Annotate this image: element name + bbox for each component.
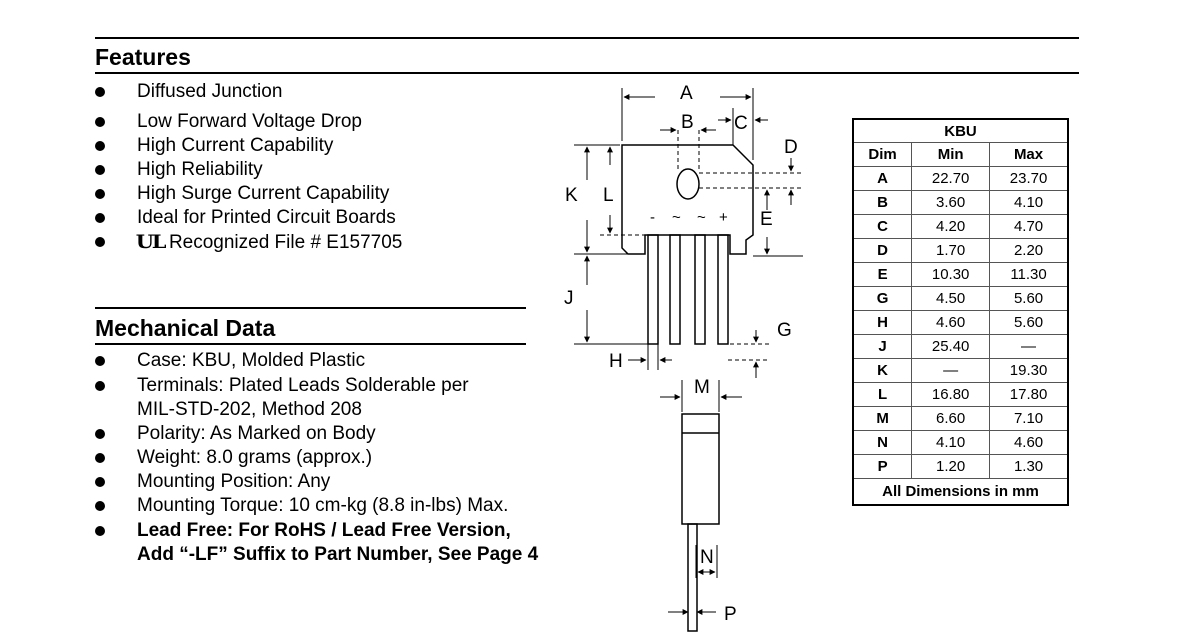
lead [717,234,729,345]
label-l: L [603,185,614,206]
label-n: N [700,547,714,568]
table-footer-row: All Dimensions in mm [852,478,1069,506]
label-p: P [724,604,737,625]
list-item: Weight: 8.0 grams (approx.) [95,446,372,470]
list-item-continuation: Add “-LF” Suffix to Part Number, See Pag… [137,544,539,565]
dimension-labels: A B C D E K L J G H M N P [564,83,798,625]
bullet-icon [95,237,105,247]
ul-logo-icon: UL [135,231,167,253]
bullet-icon [95,141,105,151]
label-k: K [565,185,578,206]
pin-marks: - ~ ~ + [650,209,728,226]
features-underline [95,72,1079,74]
bullet-icon [95,381,105,391]
column-header: Dim [852,142,913,167]
mechanical-underline [95,343,526,345]
bullet-icon [95,356,105,366]
features-title: Features [95,44,191,70]
column-header: Min [911,142,991,167]
bullet-icon [95,526,105,536]
pin-mark-minus: - [650,209,655,226]
lead [647,234,659,345]
list-item: Low Forward Voltage Drop [95,110,362,134]
table-row: K—19.30 [852,358,1069,383]
bullet-icon [95,165,105,175]
label-a: A [680,83,693,104]
label-d: D [784,137,798,158]
list-item: Terminals: Plated Leads Solderable per [95,374,469,398]
pin-mark-ac: ~ [697,209,706,226]
list-item: Mounting Position: Any [95,470,330,494]
lead [669,234,681,345]
label-g: G [777,320,792,341]
bullet-icon [95,453,105,463]
side-view-body [681,413,720,525]
bullet-icon [95,87,105,97]
list-item: High Current Capability [95,134,333,158]
lead [694,234,706,345]
label-m: M [694,377,710,398]
table-footer: All Dimensions in mm [852,478,1069,506]
list-item: Polarity: As Marked on Body [95,422,376,446]
bullet-icon [95,117,105,127]
pin-mark-plus: + [719,209,728,226]
label-b: B [681,112,694,133]
bullet-icon [95,189,105,199]
list-item: Ideal for Printed Circuit Boards [95,206,396,230]
top-rule [95,37,1079,39]
table-caption: KBU [852,118,1069,143]
mounting-hole [676,168,700,200]
list-item: Case: KBU, Molded Plastic [95,349,365,373]
list-item: Mounting Torque: 10 cm-kg (8.8 in-lbs) M… [95,494,508,518]
list-item: High Surge Current Capability [95,182,389,206]
package-outline-diagram: A B C D E K L J G H M N P - ~ ~ + [564,83,803,632]
list-item: High Reliability [95,158,263,182]
bullet-icon [95,429,105,439]
label-j: J [564,288,574,309]
label-h: H [609,351,623,372]
table-header-row: Dim Min Max [852,142,1069,167]
pin-mark-ac: ~ [672,209,681,226]
column-header: Max [989,142,1069,167]
list-item: Diffused Junction [95,80,282,104]
mechanical-title: Mechanical Data [95,315,276,341]
list-item: Lead Free: For RoHS / Lead Free Version, [95,519,511,543]
bullet-icon [95,213,105,223]
bullet-icon [95,501,105,511]
side-view-lead [687,523,698,632]
list-item-continuation: MIL-STD-202, Method 208 [137,399,362,420]
label-e: E [760,209,773,230]
bullet-icon [95,477,105,487]
label-c: C [734,113,748,134]
table-caption-row: KBU [852,118,1069,143]
mechanical-top-rule [95,307,526,309]
